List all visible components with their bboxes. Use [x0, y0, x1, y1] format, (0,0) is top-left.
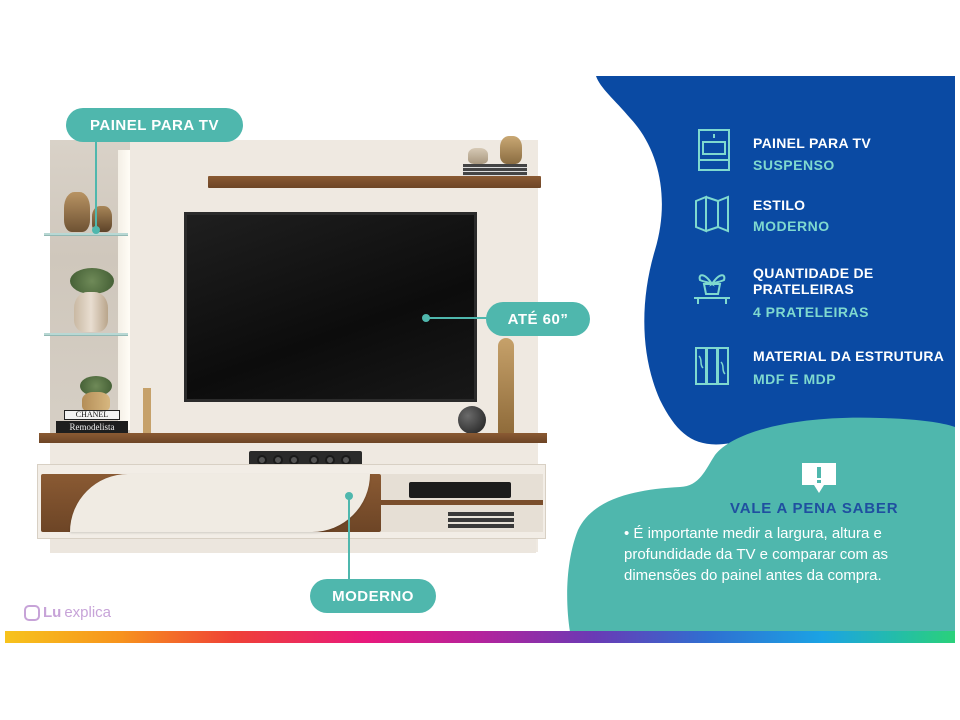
main-wood-shelf — [39, 433, 547, 443]
niche-books — [448, 512, 514, 530]
leader-line — [427, 317, 487, 319]
feature-value: SUSPENSO — [753, 157, 835, 173]
feature-style: ESTILO MODERNO — [690, 193, 955, 243]
rainbow-bar — [5, 631, 955, 643]
tv-screen — [187, 215, 474, 399]
gold-sculpture — [498, 338, 514, 434]
planter-pot — [82, 392, 110, 412]
gold-vase — [64, 192, 90, 232]
curved-drawer-front — [70, 474, 370, 532]
decor-jar — [500, 136, 522, 164]
leader-line — [95, 142, 97, 228]
leader-dot — [422, 314, 430, 322]
callout-size-text: ATÉ 60” — [507, 310, 569, 328]
speech-heart-icon — [24, 604, 40, 621]
lu-explica-logo: Lu explica — [24, 604, 111, 621]
glass-shelf — [44, 333, 128, 336]
potted-plant — [80, 376, 112, 396]
gold-vase — [92, 206, 112, 232]
feature-suspended: PAINEL PARA TV SUSPENSO — [690, 128, 955, 178]
alert-speech-icon — [802, 463, 836, 493]
decor-sphere — [458, 406, 486, 434]
leader-dot — [92, 226, 100, 234]
feature-material: MATERIAL DA ESTRUTURA MDF E MDP — [690, 344, 955, 394]
logo-lu: Lu — [43, 604, 62, 621]
feature-shelves: QUANTIDADE DE PRATELEIRAS 4 PRATELEIRAS — [690, 262, 955, 320]
info-text: • É importante medir a largura, altura e… — [624, 525, 889, 584]
leader-line — [348, 497, 350, 579]
top-wood-shelf — [208, 176, 541, 188]
callout-style-text: MODERNO — [332, 587, 414, 605]
glass-shelf — [44, 233, 128, 236]
blue-panel-shape — [596, 76, 955, 445]
logo-explica: explica — [64, 604, 112, 621]
callout-size-label: ATÉ 60” — [486, 302, 590, 336]
television — [184, 212, 477, 402]
feature-title: QUANTIDADE DE PRATELEIRAS — [753, 265, 874, 297]
potted-plant — [70, 268, 114, 294]
decor-jar — [468, 148, 488, 164]
feature-value: 4 PRATELEIRAS — [753, 304, 869, 320]
teal-box-shape — [567, 417, 955, 632]
feature-title: PAINEL PARA TV — [753, 135, 872, 151]
led-light-strip — [118, 150, 130, 430]
wood-panel-icon — [695, 347, 729, 385]
shelf-books — [463, 164, 527, 176]
media-receiver — [409, 482, 511, 498]
book-chanel: CHANEL — [64, 410, 120, 420]
feature-value: MDF E MDP — [753, 371, 837, 387]
info-title: VALE A PENA SABER — [730, 500, 899, 517]
stacked-books: CHANEL Remodelista — [52, 410, 128, 434]
callout-panel-text: PAINEL PARA TV — [90, 116, 219, 134]
cabinet-base — [50, 539, 536, 553]
book-remodelista: Remodelista — [56, 421, 128, 433]
folding-screen-icon — [695, 195, 729, 233]
niche-shelf — [381, 500, 543, 505]
leader-dot — [345, 492, 353, 500]
candle-holder — [143, 388, 151, 434]
feature-title: ESTILO — [753, 197, 806, 213]
tv-panel-icon — [698, 129, 730, 171]
plant-shelf-icon — [694, 274, 730, 304]
feature-title: MATERIAL DA ESTRUTURA — [753, 348, 945, 364]
planter-pot — [74, 292, 108, 332]
callout-panel-label: PAINEL PARA TV — [66, 108, 243, 142]
callout-style-label: MODERNO — [310, 579, 436, 613]
feature-value: MODERNO — [753, 218, 830, 234]
